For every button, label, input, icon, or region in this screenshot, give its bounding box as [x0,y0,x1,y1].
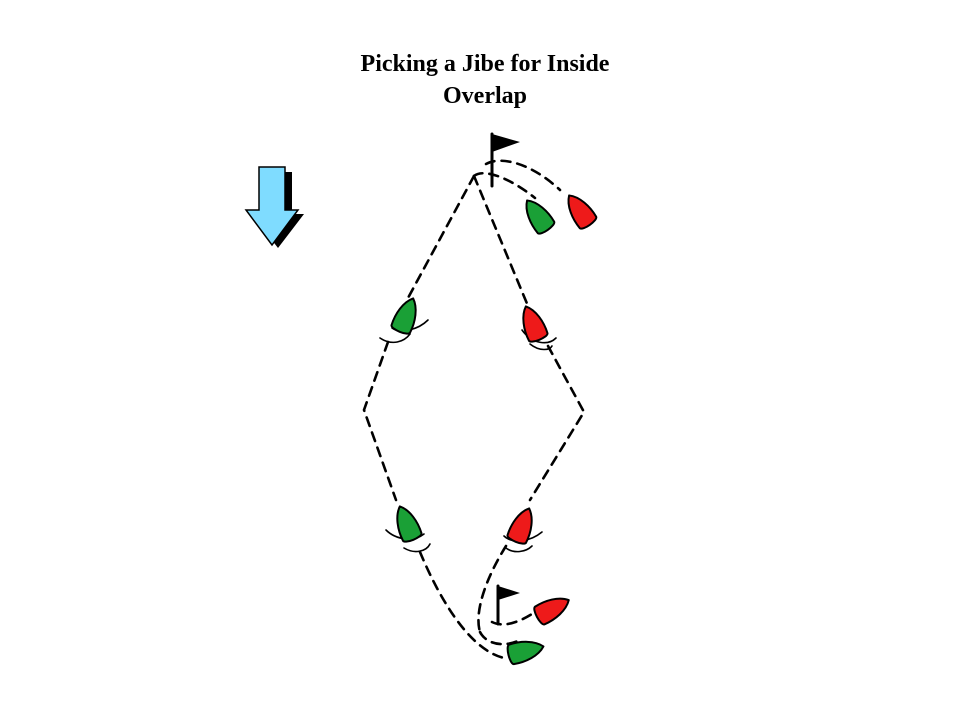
red-boat-lower-right [505,503,540,547]
track-bottom-mark-inner [478,630,522,646]
red-boat-bottom-mark [531,590,575,627]
bottom-mark-flag-icon [496,584,520,626]
green-boat-upper-left [389,293,424,337]
track-left-upper [406,174,476,300]
wake-green-upper-left-2 [379,333,411,344]
wake-red-upper-right [521,329,557,344]
title-line-1: Picking a Jibe for Inside [360,51,610,77]
track-right-middle [528,344,586,502]
track-right-lower [477,544,508,634]
green-boat-top-mark [517,193,558,237]
track-left-middle [362,340,398,502]
track-left-lower [418,550,506,660]
wake-red-upper-right-2 [529,343,553,351]
track-right-upper [472,174,530,308]
top-mark-flag-icon [490,132,520,188]
title-line-2: Overlap [443,83,527,109]
diagram-title: Picking a Jibe for Inside Overlap [280,48,690,112]
green-boat-lower-left [389,501,424,545]
green-boat-bottom-mark [505,635,547,666]
track-top-mark-inner [472,171,537,200]
wake-green-lower-left-2 [403,543,431,553]
boat-tracks [362,159,586,660]
wind-arrow [244,166,300,247]
red-boat-upper-right [515,301,550,345]
boats [389,188,600,666]
track-bottom-mark-red [490,610,537,626]
wake-red-lower-right-2 [505,545,533,553]
red-boat-top-mark [559,188,600,232]
wind-direction-arrow-icon [244,166,304,248]
